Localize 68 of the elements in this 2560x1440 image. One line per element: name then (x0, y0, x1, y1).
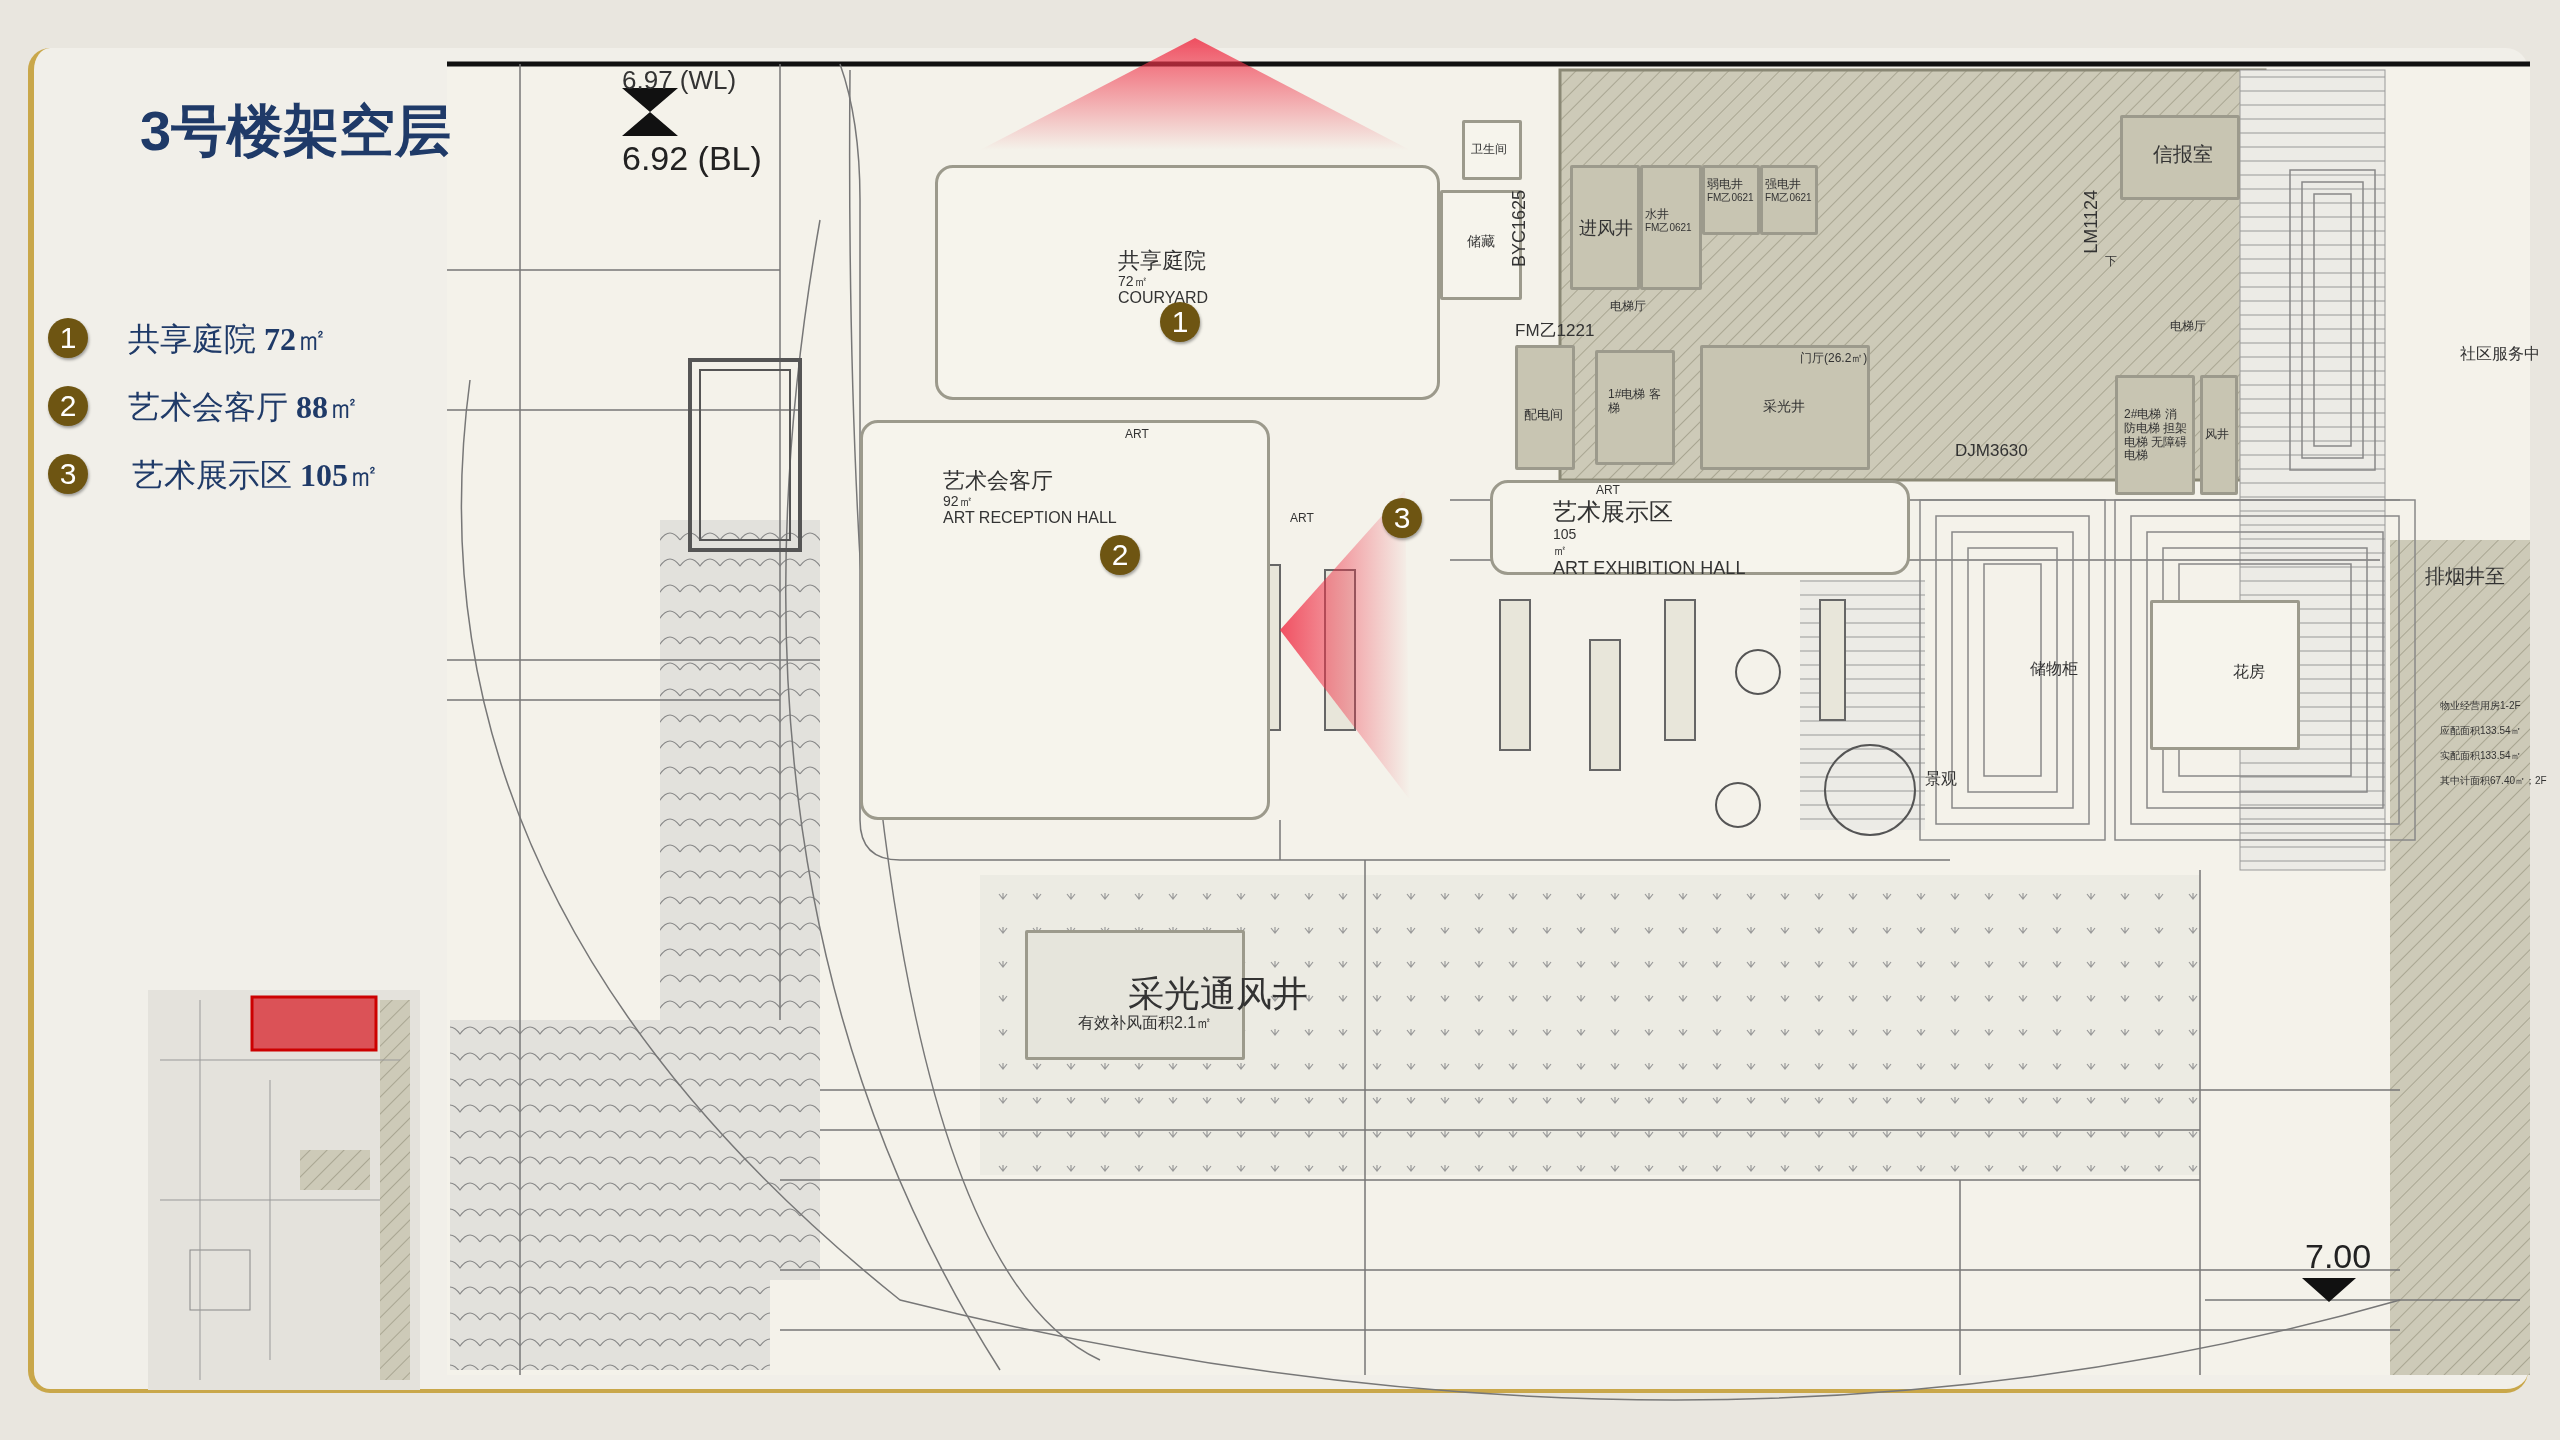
room-name: 水井 (1645, 208, 1670, 222)
shaft-room (1570, 165, 1640, 290)
room-name: 采光通风井 (1128, 973, 1308, 1015)
flower-room (2150, 600, 2300, 750)
room-note: FM乙0621 (1765, 191, 1812, 204)
room-name: 卫生间 (1471, 143, 1507, 157)
room-note: 72㎡ (1118, 273, 1149, 290)
reception-hall-area (860, 420, 1270, 820)
room-note: 电梯厅 (1610, 300, 1646, 314)
room-name: 1#电梯 客梯 (1608, 388, 1662, 416)
room-name: 风井 (2205, 428, 2229, 442)
door-code: DJM3630 (1955, 442, 2028, 461)
wall-note: ART (1125, 428, 1149, 442)
room-name: 弱电井 (1707, 178, 1744, 192)
wall-note: ART (1290, 512, 1314, 526)
room-note: 有效补风面积2.1㎡ (1078, 1014, 1214, 1033)
shaft-room (2200, 375, 2238, 495)
wall-note: ART (1596, 484, 1620, 498)
room-note: ㎡ (1553, 541, 1568, 558)
level-text: 7.00 (2305, 1238, 2372, 1276)
title: 3号楼架空层 (140, 100, 452, 162)
area-note: 物业经营用房1-2F (2440, 700, 2521, 711)
stair-note: 下 (2105, 255, 2117, 269)
room-name: 2#电梯 消防电梯 担架电梯 无障碍电梯 (2124, 408, 2188, 464)
room-name: 进风井 (1579, 218, 1633, 239)
shaft-room (1702, 165, 1760, 235)
courtyard-area (935, 165, 1440, 400)
area-note: 实配面积133.54㎡ (2440, 750, 2521, 761)
room-note: 排烟井至 (2425, 565, 2505, 587)
room-name: 强电井 (1765, 178, 1802, 192)
room-note: 社区服务中 (2460, 345, 2540, 363)
legend-text: 共享庭院 72㎡ (128, 322, 328, 358)
door-code: BYC1625 (1510, 190, 1530, 268)
mailroom (2120, 115, 2240, 200)
room-note: 门厅(26.2㎡) (1800, 352, 1868, 366)
restroom (1462, 120, 1522, 180)
room-note: 电梯厅 (2170, 320, 2206, 334)
area-note: 其中计面积67.40㎡；2F (2440, 775, 2547, 786)
light-well-room (1700, 345, 1870, 470)
room-name: 储藏 (1467, 233, 1495, 250)
room-note: 景观 (1925, 770, 1957, 788)
power-room (1515, 345, 1575, 470)
elevator-shaft (1595, 350, 1675, 465)
door-code: LM1124 (2082, 190, 2102, 254)
level-text: 6.92 (BL) (622, 140, 762, 178)
room-name: 花房 (2233, 663, 2265, 682)
elevator-shaft (2115, 375, 2195, 495)
room-note: 105 (1553, 525, 1578, 542)
room-name: 艺术展示区 (1553, 498, 1674, 526)
room-note: 储物柜 (2030, 660, 2078, 678)
room-name: 信报室 (2153, 143, 2213, 166)
room-name: 艺术会客厅 (943, 468, 1054, 494)
room-note: FM乙0621 (1645, 221, 1692, 234)
room-note: FM乙0621 (1707, 191, 1754, 204)
room-name: 共享庭院 (1118, 248, 1207, 274)
room-name: 配电间 (1524, 408, 1563, 423)
area-note: 应配面积133.54㎡ (2440, 725, 2521, 736)
exhibition-hall-area (1490, 480, 1910, 575)
door-code: FM乙1221 (1515, 322, 1595, 341)
level-text: 6.97 (WL) (622, 66, 737, 95)
shaft-room (1760, 165, 1818, 235)
legend-text: 艺术会客厅 88㎡ (128, 390, 360, 426)
shaft-room (1640, 165, 1702, 290)
legend-text: 艺术展示区 105㎡ (132, 458, 380, 494)
room-name: 采光井 (1763, 398, 1805, 415)
room-note: 92㎡ (943, 493, 974, 510)
room-note: ART RECEPTION HALL (943, 509, 1117, 528)
room-note: ART EXHIBITION HALL (1553, 557, 1746, 579)
